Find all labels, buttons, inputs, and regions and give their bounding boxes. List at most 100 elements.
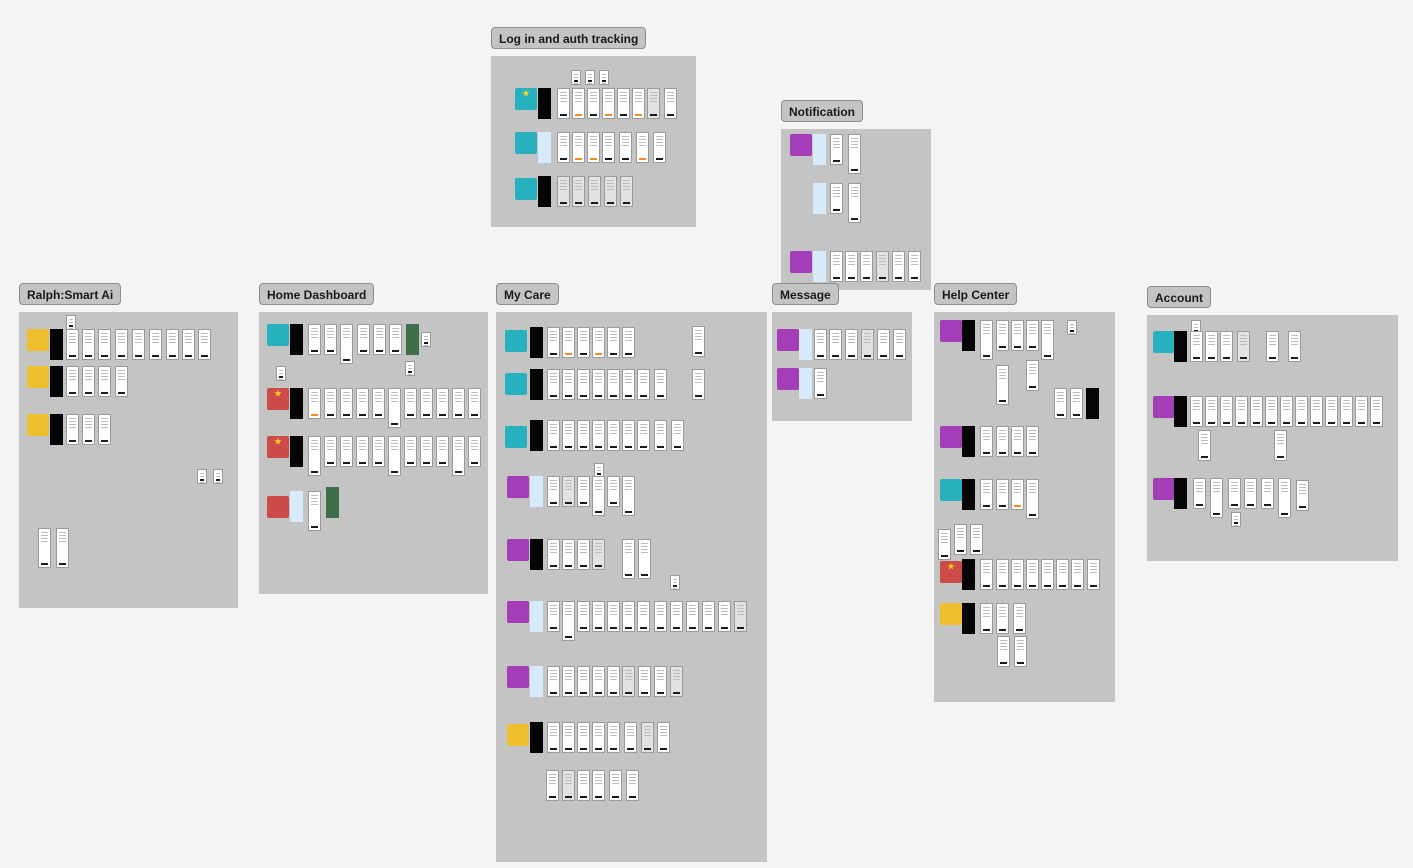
- section-ralph-area[interactable]: [19, 312, 238, 608]
- frame-thumbnail[interactable]: [637, 420, 650, 451]
- frame-thumbnail[interactable]: [577, 327, 590, 358]
- frame-thumbnail[interactable]: [620, 176, 633, 207]
- frame-thumbnail[interactable]: [980, 320, 993, 360]
- frame-thumbnail[interactable]: [1011, 426, 1024, 457]
- frame-thumbnail[interactable]: [1244, 478, 1257, 509]
- flow-cover-card[interactable]: ★: [267, 436, 289, 458]
- flow-title-frame[interactable]: [799, 368, 812, 399]
- frame-thumbnail[interactable]: [1011, 479, 1024, 510]
- frame-thumbnail[interactable]: [626, 770, 639, 801]
- flow-title-frame[interactable]: [406, 324, 419, 355]
- frame-thumbnail[interactable]: [468, 436, 481, 467]
- frame-thumbnail[interactable]: [876, 251, 889, 282]
- frame-thumbnail[interactable]: [562, 476, 575, 507]
- frame-thumbnail[interactable]: [562, 327, 575, 358]
- frame-thumbnail[interactable]: [547, 420, 560, 451]
- flow-title-frame[interactable]: [962, 559, 975, 590]
- frame-thumbnail[interactable]: [599, 70, 609, 85]
- frame-thumbnail[interactable]: [585, 70, 595, 85]
- frame-thumbnail[interactable]: [547, 601, 560, 632]
- frame-thumbnail[interactable]: [670, 666, 683, 697]
- frame-thumbnail[interactable]: [848, 183, 861, 223]
- flow-title-frame[interactable]: [538, 132, 551, 163]
- frame-thumbnail[interactable]: [98, 329, 111, 360]
- frame-thumbnail[interactable]: [602, 88, 615, 119]
- frame-thumbnail[interactable]: [1056, 559, 1069, 590]
- frame-thumbnail[interactable]: [468, 388, 481, 419]
- flow-cover-card[interactable]: [505, 373, 527, 395]
- flow-cover-card[interactable]: ★: [940, 561, 962, 583]
- flow-cover-card[interactable]: [27, 329, 49, 351]
- frame-thumbnail[interactable]: [637, 369, 650, 400]
- flow-title-frame[interactable]: [530, 327, 543, 358]
- flow-cover-card[interactable]: [940, 426, 962, 448]
- frame-thumbnail[interactable]: [182, 329, 195, 360]
- frame-thumbnail[interactable]: [622, 666, 635, 697]
- flow-cover-card[interactable]: ★: [515, 88, 537, 110]
- frame-thumbnail[interactable]: [420, 388, 433, 419]
- frame-thumbnail[interactable]: [814, 329, 827, 360]
- frame-thumbnail[interactable]: [624, 722, 637, 753]
- frame-thumbnail[interactable]: [632, 88, 645, 119]
- frame-thumbnail[interactable]: [1278, 478, 1291, 518]
- frame-thumbnail[interactable]: [308, 324, 321, 355]
- flow-cover-card[interactable]: [515, 178, 537, 200]
- frame-thumbnail[interactable]: [547, 722, 560, 753]
- frame-thumbnail[interactable]: [98, 414, 111, 445]
- flow-title-frame[interactable]: [290, 388, 303, 419]
- frame-thumbnail[interactable]: [404, 436, 417, 467]
- frame-thumbnail[interactable]: [592, 722, 605, 753]
- frame-thumbnail[interactable]: [1370, 396, 1383, 427]
- frame-thumbnail[interactable]: [276, 366, 286, 381]
- frame-thumbnail[interactable]: [1190, 396, 1203, 427]
- section-label-message[interactable]: Message: [772, 283, 839, 305]
- frame-thumbnail[interactable]: [198, 329, 211, 360]
- flow-title-frame[interactable]: [50, 329, 63, 360]
- flow-cover-card[interactable]: [507, 724, 529, 746]
- frame-thumbnail[interactable]: [388, 436, 401, 476]
- frame-thumbnail[interactable]: [641, 722, 654, 753]
- frame-thumbnail[interactable]: [308, 436, 321, 476]
- flow-cover-card[interactable]: [777, 329, 799, 351]
- flow-title-frame[interactable]: [530, 601, 543, 632]
- frame-thumbnail[interactable]: [892, 251, 905, 282]
- flow-cover-card[interactable]: [507, 476, 529, 498]
- flow-title-frame[interactable]: [538, 88, 551, 119]
- frame-thumbnail[interactable]: [996, 479, 1009, 510]
- frame-thumbnail[interactable]: [1041, 559, 1054, 590]
- frame-thumbnail[interactable]: [1011, 559, 1024, 590]
- frame-thumbnail[interactable]: [830, 183, 843, 214]
- frame-thumbnail[interactable]: [547, 327, 560, 358]
- frame-thumbnail[interactable]: [592, 420, 605, 451]
- frame-thumbnail[interactable]: [421, 332, 431, 347]
- flow-title-frame[interactable]: [326, 487, 339, 518]
- frame-thumbnail[interactable]: [938, 529, 951, 560]
- frame-thumbnail[interactable]: [562, 666, 575, 697]
- frame-thumbnail[interactable]: [1325, 396, 1338, 427]
- frame-thumbnail[interactable]: [607, 369, 620, 400]
- frame-thumbnail[interactable]: [637, 601, 650, 632]
- frame-thumbnail[interactable]: [830, 134, 843, 165]
- frame-thumbnail[interactable]: [592, 476, 605, 516]
- flow-title-frame[interactable]: [50, 414, 63, 445]
- frame-thumbnail[interactable]: [557, 132, 570, 163]
- frame-thumbnail[interactable]: [452, 388, 465, 419]
- frame-thumbnail[interactable]: [197, 469, 207, 484]
- frame-thumbnail[interactable]: [38, 528, 51, 568]
- flow-cover-card[interactable]: [1153, 396, 1175, 418]
- frame-thumbnail[interactable]: [996, 365, 1009, 405]
- frame-thumbnail[interactable]: [980, 426, 993, 457]
- frame-thumbnail[interactable]: [115, 329, 128, 360]
- frame-thumbnail[interactable]: [66, 329, 79, 360]
- frame-thumbnail[interactable]: [562, 601, 575, 641]
- frame-thumbnail[interactable]: [592, 539, 605, 570]
- frame-thumbnail[interactable]: [845, 329, 858, 360]
- frame-thumbnail[interactable]: [622, 476, 635, 516]
- frame-thumbnail[interactable]: [557, 176, 570, 207]
- flow-cover-card[interactable]: [505, 330, 527, 352]
- section-label-home[interactable]: Home Dashboard: [259, 283, 375, 305]
- frame-thumbnail[interactable]: [619, 132, 632, 163]
- flow-cover-card[interactable]: [790, 251, 812, 273]
- frame-thumbnail[interactable]: [356, 436, 369, 467]
- section-label-help[interactable]: Help Center: [934, 283, 1018, 305]
